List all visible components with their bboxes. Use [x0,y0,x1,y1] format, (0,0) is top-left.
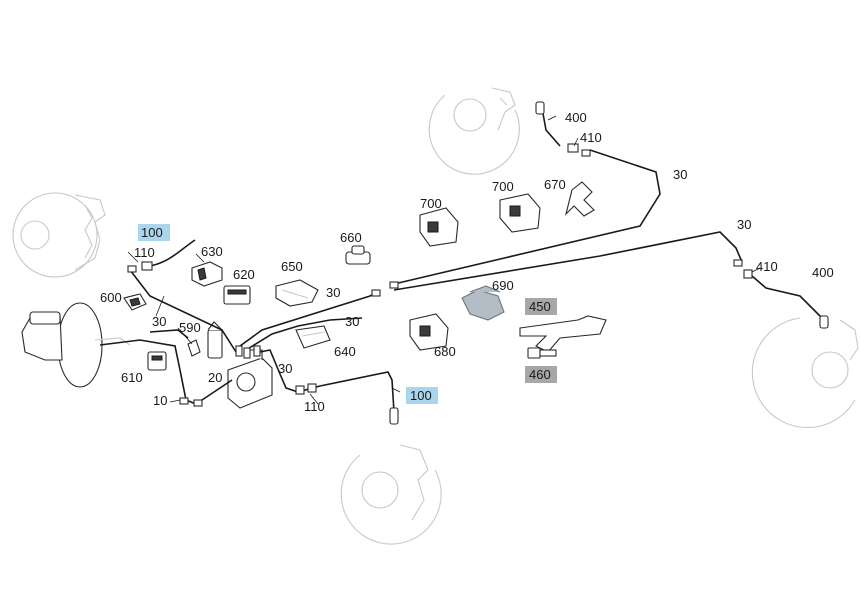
brake-disc-rear-right [751,317,859,428]
label-10: 10 [153,393,167,408]
label-610: 610 [121,370,143,385]
label-700-right: 700 [492,179,514,194]
label-600: 600 [100,290,122,305]
label-450: 450 [529,299,551,314]
label-30-center-upper: 30 [326,285,340,300]
label-670: 670 [544,177,566,192]
part-610-holder [147,351,167,371]
label-20: 20 [208,370,222,385]
part-670-clip [564,181,595,217]
label-630: 630 [201,244,223,259]
label-100-right: 100 [410,388,432,403]
label-660: 660 [340,230,362,245]
abs-hydraulic-unit [207,321,273,409]
highlight-450 [525,298,557,315]
label-30-rear-right: 30 [737,217,751,232]
brake-lines [99,107,825,413]
part-600-holder [123,293,147,311]
part-640-clip [295,325,331,349]
brake-disc-front-right [340,444,442,545]
fittings [127,101,829,425]
part-labels: 100 110 630 620 600 30 590 610 20 10 650… [100,110,834,414]
part-660-clip [345,245,371,265]
brake-booster-master-cylinder [21,302,131,388]
label-110-left: 110 [134,245,155,260]
part-680-clip [409,313,449,351]
label-100-left: 100 [141,225,163,240]
label-590: 590 [179,320,201,335]
leader-lines [127,115,761,405]
part-700-clip-left [419,207,459,247]
label-690: 690 [492,278,514,293]
part-460-bolt [527,347,557,359]
part-620-bracket [223,285,251,305]
label-650: 650 [281,259,303,274]
brake-disc-front-left [12,192,106,278]
label-30-left: 30 [152,314,166,329]
brake-disc-rear-left [428,87,520,175]
label-110-right: 110 [304,399,325,414]
label-640: 640 [334,344,356,359]
part-630-clip [191,261,223,287]
label-620: 620 [233,267,255,282]
highlight-100-left [138,224,170,241]
part-590-bracket [187,339,201,357]
part-700-clip-right [499,193,541,233]
label-700-left: 700 [420,196,442,211]
label-680: 680 [434,344,456,359]
label-410-rear-left: 410 [580,130,602,145]
label-30-rear-upper: 30 [673,167,687,182]
highlight-460 [525,366,557,383]
part-690-clip-highlighted [461,285,505,321]
label-410-rear-right: 410 [756,259,778,274]
label-400-rear-left: 400 [565,110,587,125]
label-30-center-lower: 30 [345,314,359,329]
part-450-bracket [519,315,607,353]
label-460: 460 [529,367,551,382]
part-650-clip [275,279,319,307]
label-30-abs: 30 [278,361,292,376]
label-400-rear-right: 400 [812,265,834,280]
highlight-100-right [406,387,438,404]
